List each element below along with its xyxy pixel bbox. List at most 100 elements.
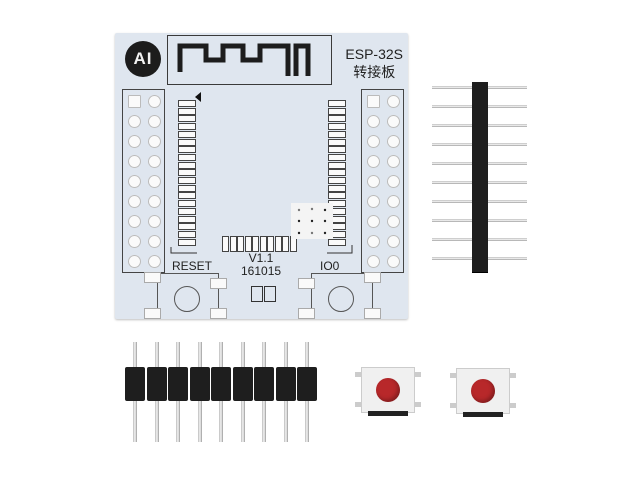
header-housing	[125, 367, 145, 401]
module-pad	[329, 216, 345, 222]
header-pad	[367, 215, 380, 228]
reset-button-circle	[174, 286, 200, 312]
header-pad	[148, 215, 161, 228]
module-outline	[170, 92, 353, 254]
header-pad	[367, 115, 380, 128]
header-housing	[189, 367, 210, 401]
module-pad	[238, 237, 243, 251]
io0-button-footprint	[311, 273, 373, 318]
module-pad	[260, 237, 266, 251]
header-housing	[472, 234, 488, 254]
header-pad	[387, 235, 400, 248]
module-pad	[329, 124, 345, 130]
header-housing	[146, 367, 167, 401]
header-pad	[148, 95, 161, 108]
header-housing	[472, 177, 488, 197]
module-pad	[329, 201, 345, 207]
module-pad	[179, 201, 195, 207]
header-housing	[297, 367, 317, 401]
module-pad	[329, 154, 345, 160]
module-footprint	[167, 87, 357, 257]
header-pad	[128, 95, 141, 108]
header-pad	[128, 195, 141, 208]
module-pad	[179, 224, 195, 230]
red-button-cap	[471, 379, 495, 403]
module-pad	[329, 147, 345, 153]
header-pad	[367, 235, 380, 248]
module-pad	[179, 124, 195, 130]
antenna-trace-icon	[177, 43, 311, 76]
header-pad	[387, 175, 400, 188]
module-pad	[329, 116, 345, 122]
smd-pad	[145, 273, 160, 282]
module-pad	[329, 101, 345, 106]
module-pad	[329, 231, 345, 237]
header-housing	[232, 367, 253, 401]
smd-pad	[365, 309, 380, 318]
module-pad	[179, 239, 195, 245]
module-pad	[179, 178, 195, 183]
module-pad	[230, 237, 236, 251]
model-label: ESP-32S	[345, 46, 403, 62]
header-housing	[472, 215, 488, 235]
module-pad	[253, 237, 258, 251]
header-pad	[128, 135, 141, 148]
header-pad	[367, 95, 380, 108]
module-pad	[329, 208, 345, 214]
cap-footprint	[264, 286, 276, 302]
header-housing	[472, 196, 488, 216]
module-pad	[179, 116, 195, 122]
header-housing	[472, 139, 488, 159]
reset-label: RESET	[172, 259, 213, 273]
right-header-footprint	[361, 89, 404, 273]
module-pad	[268, 237, 273, 251]
header-pad	[148, 235, 161, 248]
module-pad	[223, 237, 228, 251]
header-pad	[387, 195, 400, 208]
header-housing	[211, 367, 231, 401]
pin-header-horizontal	[125, 342, 325, 447]
module-pad	[179, 162, 195, 168]
header-pad	[387, 135, 400, 148]
red-button-cap	[376, 378, 400, 402]
module-pad	[329, 193, 345, 199]
header-housing	[168, 367, 188, 401]
io0-button-circle	[328, 286, 354, 312]
header-pad	[148, 175, 161, 188]
smd-pad	[145, 309, 160, 318]
header-housing	[254, 367, 274, 401]
module-pad	[329, 239, 345, 245]
module-pad	[329, 178, 345, 183]
module-pad	[179, 147, 195, 153]
module-pad	[179, 131, 195, 137]
module-pad	[179, 216, 195, 222]
header-pad	[367, 255, 380, 268]
header-pad	[148, 195, 161, 208]
tact-switch	[355, 368, 421, 416]
module-pad	[179, 208, 195, 214]
tact-switch	[450, 369, 516, 417]
board-title: ESP-32S 转接板	[345, 45, 403, 81]
header-housing	[275, 367, 296, 401]
header-pad	[387, 155, 400, 168]
module-pad	[179, 108, 195, 114]
header-pad	[387, 95, 400, 108]
header-pad	[128, 215, 141, 228]
header-pad	[148, 255, 161, 268]
pin1-marker-icon	[195, 92, 201, 102]
module-pad	[283, 237, 288, 251]
module-pad	[179, 139, 195, 145]
esp32-adapter-board: AI ESP-32S 转接板 RESET V1.1 16	[115, 33, 408, 319]
header-pad	[387, 115, 400, 128]
module-pad	[329, 170, 345, 176]
header-housing	[472, 101, 488, 121]
header-pad	[387, 255, 400, 268]
header-pad	[387, 215, 400, 228]
header-pad	[367, 175, 380, 188]
io0-label: IO0	[320, 259, 340, 273]
header-pad	[128, 175, 141, 188]
header-pad	[128, 255, 141, 268]
reset-button-footprint	[157, 273, 219, 318]
smd-pad	[211, 279, 226, 288]
module-pad	[179, 101, 195, 106]
